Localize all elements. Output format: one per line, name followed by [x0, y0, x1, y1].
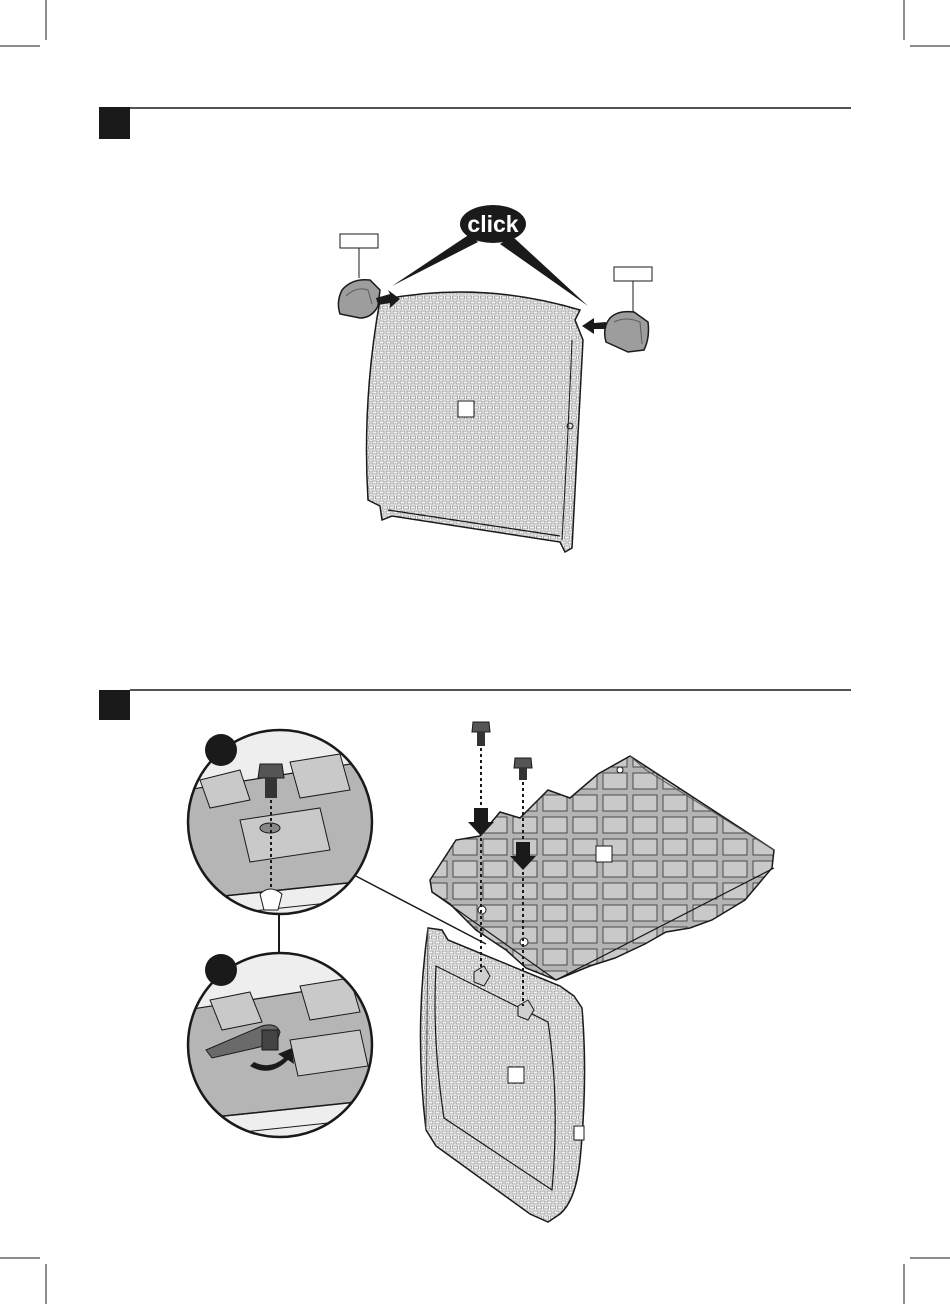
step-2-header — [99, 690, 851, 720]
backrest-part-label-box-2 — [508, 1067, 524, 1083]
left-end-cap — [338, 280, 380, 318]
detail-1-badge — [205, 734, 237, 766]
screw-icon — [472, 722, 490, 732]
arrow-right-icon — [582, 318, 606, 334]
step-2-diagram — [186, 722, 774, 1222]
step-1-marker — [99, 107, 130, 139]
detail-circle-1 — [186, 728, 376, 918]
click-bubble-icon: click — [392, 205, 588, 306]
step-2-marker — [99, 690, 130, 720]
right-end-cap — [605, 312, 649, 352]
backrest-panel — [367, 292, 584, 552]
seat-part-label-box — [596, 846, 612, 862]
backrest-part-label-box — [458, 401, 474, 417]
step-1-header — [99, 107, 851, 139]
detail-2-badge — [205, 954, 237, 986]
click-label: click — [467, 211, 518, 237]
left-cap-label-box — [340, 234, 378, 248]
step-1-diagram: click — [338, 205, 652, 552]
right-cap-label-box — [614, 267, 652, 281]
detail-circle-2 — [186, 951, 376, 1141]
screw-icon — [514, 758, 532, 768]
